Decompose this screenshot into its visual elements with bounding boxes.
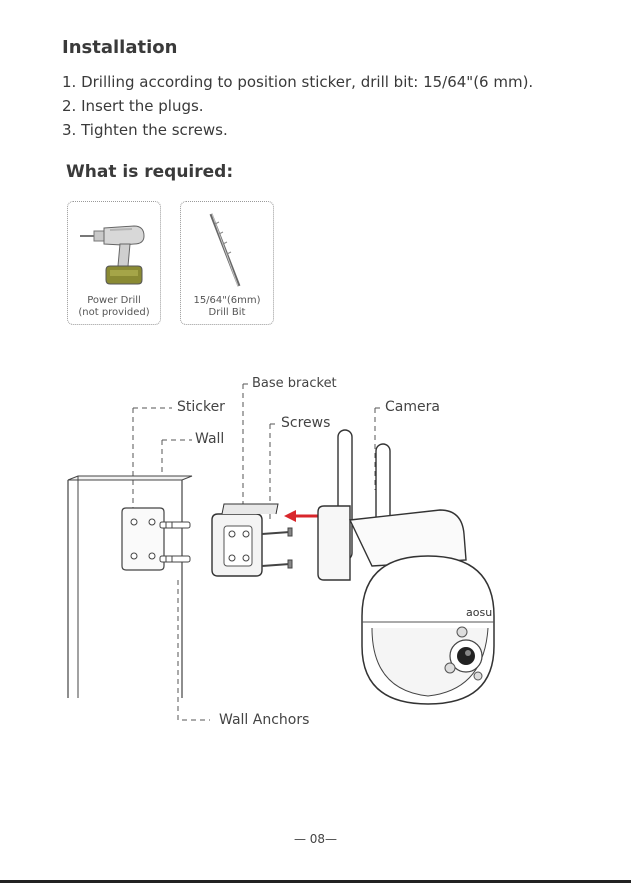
tool-label-line1: 15/64"(6mm)	[181, 295, 273, 307]
tool-card-power-drill: Power Drill (not provided)	[67, 201, 161, 325]
step-2: 2. Insert the plugs.	[62, 94, 533, 118]
step-1: 1. Drilling according to position sticke…	[62, 70, 533, 94]
sticker-shape	[122, 508, 164, 570]
tool-card-drill-bit: 15/64"(6mm) Drill Bit	[180, 201, 274, 325]
instruction-steps: 1. Drilling according to position sticke…	[62, 70, 533, 142]
drill-bit-icon	[201, 210, 253, 290]
page-number: — 08—	[0, 832, 631, 846]
label-sticker: Sticker	[177, 399, 225, 415]
page-title: Installation	[62, 37, 177, 58]
label-base-bracket: Base bracket	[252, 376, 337, 391]
power-drill-icon	[76, 216, 152, 288]
step-3: 3. Tighten the screws.	[62, 118, 533, 142]
red-arrow-icon	[284, 510, 322, 522]
screw-shapes	[262, 528, 292, 568]
tool-label-line1: Power Drill	[68, 295, 160, 307]
tool-label-line2: Drill Bit	[181, 307, 273, 319]
camera-brand-label: aosu	[466, 606, 492, 619]
required-heading: What is required:	[66, 162, 233, 182]
tool-label-line2: (not provided)	[68, 307, 160, 319]
label-wall: Wall	[195, 431, 224, 447]
camera-shape	[318, 430, 494, 704]
label-screws: Screws	[281, 415, 330, 431]
label-wall-anchors: Wall Anchors	[219, 712, 309, 728]
label-camera: Camera	[385, 399, 440, 415]
